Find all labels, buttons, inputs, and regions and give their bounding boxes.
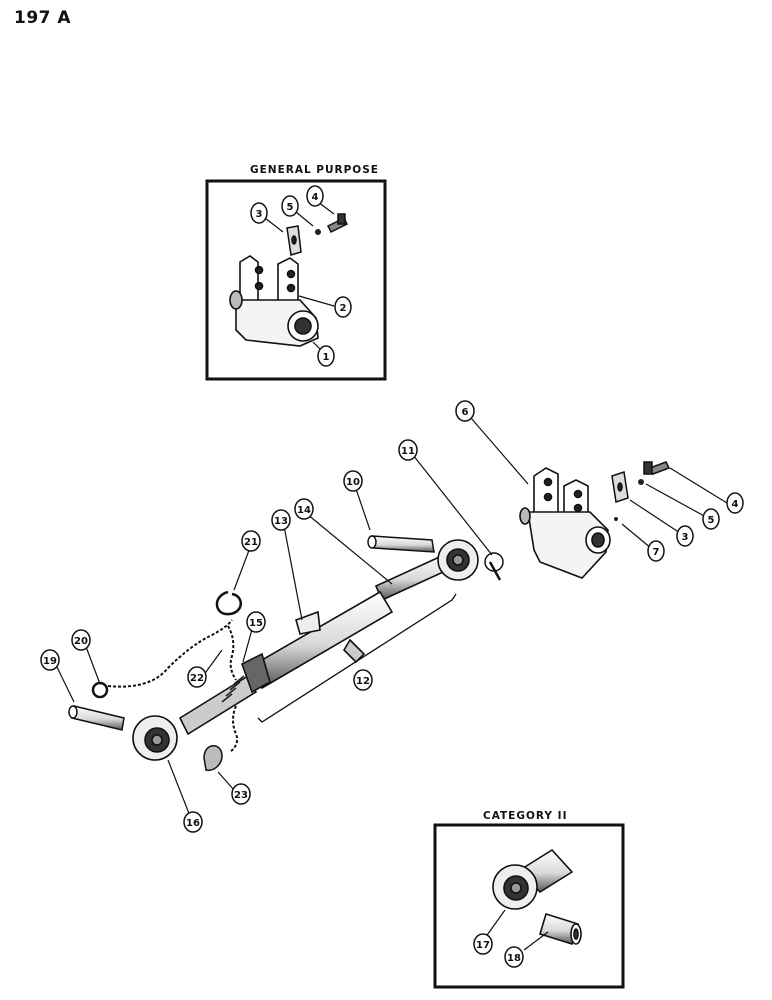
svg-text:13: 13 [274, 516, 288, 527]
front-pin [68, 705, 125, 731]
svg-text:12: 12 [356, 676, 370, 687]
roll-pin [614, 517, 618, 521]
svg-text:15: 15 [249, 618, 263, 629]
callout-3: 3 [676, 525, 694, 547]
rear-pin [367, 535, 435, 553]
callout-3-inset: 3 [250, 202, 268, 224]
callout-20: 20 [71, 629, 91, 651]
bolt-inset [326, 213, 349, 234]
svg-text:20: 20 [74, 636, 88, 647]
callout-5-inset: 5 [281, 195, 299, 217]
svg-text:6: 6 [462, 407, 469, 418]
svg-text:3: 3 [682, 532, 689, 543]
clip-plate-inset [286, 225, 302, 256]
callout-5: 5 [702, 508, 720, 530]
svg-text:14: 14 [297, 505, 311, 516]
callout-11: 11 [398, 439, 418, 461]
general-purpose-yoke [229, 255, 319, 347]
callout-17: 17 [473, 933, 493, 955]
snap-ring [215, 590, 242, 616]
category-ii-bushing [539, 912, 582, 946]
svg-text:23: 23 [234, 790, 248, 801]
page-number: 197 A [14, 8, 72, 28]
callout-21: 21 [241, 530, 261, 552]
callout-4-inset: 4 [306, 185, 324, 207]
top-link-body [178, 552, 454, 736]
length-bracket [257, 593, 457, 723]
rear-ball-end [437, 539, 479, 581]
callout-10: 10 [343, 470, 363, 492]
bolt [643, 461, 671, 475]
lock-washer-inset [315, 229, 321, 235]
lock-washer [638, 479, 644, 485]
chain-upper [107, 619, 233, 688]
yoke-assembly [519, 467, 611, 579]
category-ii-title: CATEGORY II [483, 810, 568, 822]
svg-text:3: 3 [256, 209, 263, 220]
callout-18: 18 [504, 946, 524, 968]
leader-lines [54, 201, 728, 951]
callout-23: 23 [231, 783, 251, 805]
svg-text:2: 2 [340, 303, 347, 314]
svg-text:5: 5 [287, 202, 294, 213]
svg-text:10: 10 [346, 477, 360, 488]
clip-plate [611, 471, 629, 503]
callout-6: 6 [455, 400, 475, 422]
svg-text:4: 4 [312, 192, 319, 203]
callout-2: 2 [334, 296, 352, 318]
general-purpose-frame [205, 179, 387, 381]
chain-mid [227, 625, 237, 681]
general-purpose-title: GENERAL PURPOSE [250, 164, 379, 176]
callout-7: 7 [647, 540, 665, 562]
retainer-clip [203, 745, 223, 772]
category-ii-ball-end [492, 848, 574, 910]
callout-15: 15 [246, 611, 266, 633]
svg-text:7: 7 [653, 547, 660, 558]
callout-16: 16 [183, 811, 203, 833]
svg-text:19: 19 [43, 656, 57, 667]
svg-text:16: 16 [186, 818, 200, 829]
svg-text:17: 17 [476, 940, 490, 951]
front-ball-end [132, 715, 178, 761]
chain-lower [229, 705, 239, 753]
svg-text:5: 5 [708, 515, 715, 526]
callout-14: 14 [294, 498, 314, 520]
callout-22: 22 [187, 666, 207, 688]
callout-13: 13 [271, 509, 291, 531]
category-ii-frame [433, 823, 625, 989]
callout-4: 4 [726, 492, 744, 514]
linch-pin [484, 552, 504, 581]
callout-19: 19 [40, 649, 60, 671]
svg-text:22: 22 [190, 673, 204, 684]
callout-12: 12 [353, 669, 373, 691]
svg-text:4: 4 [732, 499, 739, 510]
svg-text:11: 11 [401, 446, 415, 457]
svg-text:1: 1 [323, 352, 330, 363]
svg-text:18: 18 [507, 953, 521, 964]
retainer-pin [91, 681, 109, 699]
svg-text:21: 21 [244, 537, 258, 548]
callout-1: 1 [317, 345, 335, 367]
